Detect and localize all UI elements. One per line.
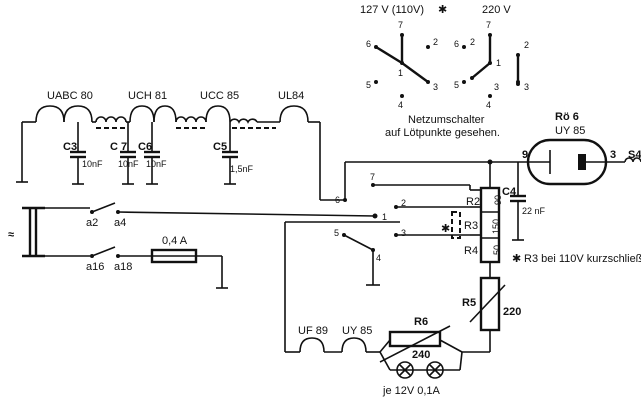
sel-4: 4 [376, 253, 381, 263]
tube-uf89: UF 89 [298, 325, 328, 337]
tube-ro6-name: Rö 6 [555, 111, 579, 123]
lamps-label: je 12V 0,1A [382, 385, 441, 397]
r6-label: R6 [414, 316, 428, 328]
pin-9: 9 [522, 149, 528, 161]
sel-7: 7 [370, 172, 375, 182]
switch-a4: a4 [114, 217, 126, 229]
pin-3: 3 [610, 149, 616, 161]
tube-uabc80: UABC 80 [47, 90, 93, 102]
c3-label: C3 [63, 141, 77, 153]
c3-value: 10nF [82, 159, 103, 169]
sel-b-7: 7 [486, 20, 491, 30]
label-star-top: ✱ [438, 4, 447, 16]
tube-ucc85: UCC 85 [200, 90, 239, 102]
choke-s4: S4 [628, 149, 641, 161]
caption-netzumschalter: Netzumschalter [408, 114, 485, 126]
r2-value: 90 [493, 195, 503, 205]
sel-b-2: 2 [470, 37, 475, 47]
switch-a18: a18 [114, 261, 132, 273]
sel-a-3: 3 [433, 82, 438, 92]
sel-b-6: 6 [454, 39, 459, 49]
c4-value: 22 nF [522, 206, 546, 216]
cap-c3 [70, 122, 86, 185]
cap-c7 [120, 122, 136, 185]
selector-220v: 7 6 2 1 5 3 4 [454, 20, 520, 110]
sel-b-4: 4 [486, 100, 491, 110]
sel-a-4: 4 [398, 100, 403, 110]
label-127v: 127 V (110V) [360, 4, 424, 16]
r4-value: 50 [492, 245, 502, 255]
r3-label: R3 [464, 220, 478, 232]
mains-input [22, 202, 376, 289]
sel-a-7: 7 [398, 20, 403, 30]
sel-a-6: 6 [366, 39, 371, 49]
r3-value: 150 [491, 219, 501, 234]
cap-c6 [144, 122, 160, 185]
selector-main [342, 159, 493, 286]
sel-a-1: 1 [398, 68, 403, 78]
tube-uch81: UCH 81 [128, 90, 167, 102]
rectifier-tube [490, 138, 641, 186]
r5-value: 220 [503, 306, 521, 318]
sel-3: 3 [401, 228, 406, 238]
sel-b-5: 5 [454, 80, 459, 90]
fuse-label: 0,4 A [162, 235, 188, 247]
c6-value: 10nF [146, 159, 167, 169]
note-star: ✱ [512, 253, 521, 265]
r6-value: 240 [412, 349, 430, 361]
r3-star: ✱ [441, 223, 450, 235]
sel-5: 5 [334, 228, 339, 238]
tube-uy85-heater: UY 85 [342, 325, 372, 337]
c7-label: C 7 [110, 141, 127, 153]
resistor-chain [451, 162, 501, 278]
sel-6: 6 [335, 195, 340, 205]
tube-uy85-type: UY 85 [555, 125, 585, 137]
ac-symbol: ≈ [8, 229, 14, 241]
selector-link: 2 3 [516, 40, 529, 92]
r2-label: R2 [466, 196, 480, 208]
sel-a-5: 5 [366, 80, 371, 90]
cap-c4 [510, 162, 526, 241]
selector-127v: 7 6 2 5 1 3 4 [366, 20, 438, 110]
r4-label: R4 [464, 245, 478, 257]
sel-b-1: 1 [496, 58, 501, 68]
c7-value: 10nF [118, 159, 139, 169]
tube-ul84: UL84 [278, 90, 304, 102]
label-220v: 220 V [482, 4, 511, 16]
sel-a-2: 2 [433, 37, 438, 47]
sel-2: 2 [401, 198, 406, 208]
c5-label: C5 [213, 141, 227, 153]
sel-1: 1 [382, 212, 387, 222]
sel-c-3: 3 [524, 82, 529, 92]
heater-chain-top [16, 105, 345, 201]
note-text: R3 bei 110V kurzschließen [524, 253, 641, 265]
sel-b-3: 3 [494, 82, 499, 92]
heater-chain-bottom [284, 221, 506, 379]
cap-c5 [222, 122, 238, 185]
switch-a16: a16 [86, 261, 104, 273]
r5-label: R5 [462, 297, 476, 309]
caption-loetpunkte: auf Lötpunkte gesehen. [385, 127, 500, 139]
sel-c-2: 2 [524, 40, 529, 50]
c5-value: 1,5nF [230, 164, 254, 174]
c6-label: C6 [138, 141, 152, 153]
c4-label: C4 [502, 186, 517, 198]
switch-a2: a2 [86, 217, 98, 229]
